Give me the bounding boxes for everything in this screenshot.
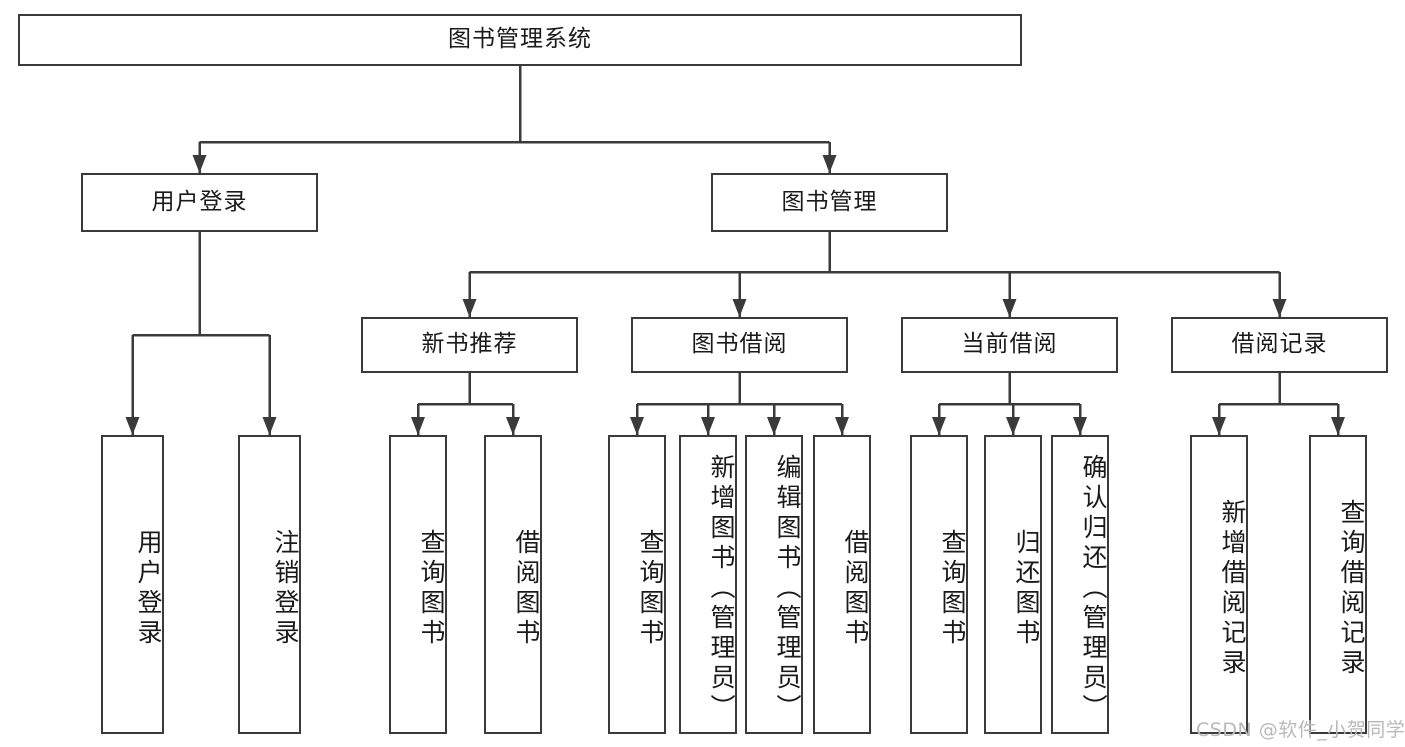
node-label: 查询图书 [938,528,967,649]
edge-arrowhead [506,417,520,435]
node-current[interactable]: 当前借阅 [901,317,1118,373]
node-label: 当前借阅 [961,331,1058,358]
edge-arrowhead [1073,417,1087,435]
edge-arrowhead [932,417,946,435]
node-label: 注销登录 [271,528,300,649]
edge-arrowhead [411,417,425,435]
node-label: 新增借阅记录 [1218,498,1247,679]
edge-arrowhead [1272,299,1287,317]
edge-arrowhead [1331,417,1345,435]
node-leaf5[interactable]: 查询图书 [608,435,666,734]
edge-arrowhead [732,299,747,317]
node-leaf2[interactable]: 注销登录 [238,435,301,734]
edge-arrowhead [1006,417,1020,435]
node-borrow[interactable]: 图书借阅 [631,317,848,373]
node-leaf11[interactable]: 确认归还（管理员） [1051,435,1109,734]
edge-arrowhead [835,417,849,435]
node-label: 查询图书 [417,528,446,649]
node-leaf4[interactable]: 借阅图书 [484,435,542,734]
node-label: 查询图书 [636,528,665,649]
node-leaf10[interactable]: 归还图书 [984,435,1042,734]
edge-arrowhead [822,155,837,173]
node-leaf7[interactable]: 编辑图书（管理员） [745,435,803,734]
edge-arrowhead [630,417,644,435]
edge-arrowhead [1212,417,1226,435]
node-leaf12[interactable]: 新增借阅记录 [1190,435,1248,734]
node-label: 编辑图书（管理员） [773,453,802,724]
edge-arrowhead [1002,299,1017,317]
node-leaf6[interactable]: 新增图书（管理员） [679,435,737,734]
node-leaf3[interactable]: 查询图书 [389,435,447,734]
node-login[interactable]: 用户登录 [81,173,318,232]
edge-arrowhead [262,417,277,435]
node-label: 图书管理系统 [448,26,592,53]
node-label: 用户登录 [151,188,248,215]
edge-arrowhead [125,417,140,435]
node-label: 借阅图书 [512,528,541,649]
node-label: 图书借阅 [691,331,788,358]
edge-arrowhead [767,417,781,435]
edge-arrowhead [462,299,477,317]
edge-arrowhead [192,155,207,173]
edge-arrowhead [701,417,715,435]
node-label: 图书管理 [781,188,878,215]
node-bookmgmt[interactable]: 图书管理 [711,173,948,232]
node-label: 新增图书（管理员） [707,453,736,724]
node-label: 用户登录 [134,528,163,649]
node-label: 查询借阅记录 [1337,498,1366,679]
node-leaf13[interactable]: 查询借阅记录 [1309,435,1367,734]
node-root[interactable]: 图书管理系统 [18,14,1022,66]
watermark: CSDN @软件_小贺同学 [1196,719,1405,741]
node-leaf9[interactable]: 查询图书 [910,435,968,734]
node-leaf8[interactable]: 借阅图书 [813,435,871,734]
node-leaf1[interactable]: 用户登录 [101,435,164,734]
node-label: 归还图书 [1012,528,1041,649]
node-label: 新书推荐 [421,331,518,358]
node-newbook[interactable]: 新书推荐 [361,317,578,373]
node-label: 借阅记录 [1231,331,1328,358]
node-label: 借阅图书 [841,528,870,649]
node-label: 确认归还（管理员） [1079,453,1108,724]
node-records[interactable]: 借阅记录 [1171,317,1388,373]
